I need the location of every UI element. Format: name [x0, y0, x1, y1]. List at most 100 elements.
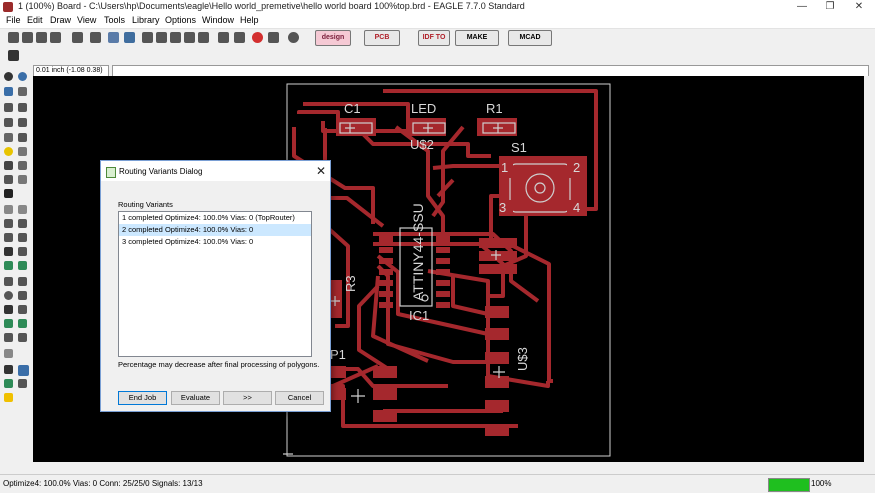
- autorouter-icon[interactable]: [18, 365, 29, 376]
- grid-icon[interactable]: [8, 50, 19, 61]
- group-icon[interactable]: [4, 133, 13, 142]
- split-icon[interactable]: [4, 233, 13, 242]
- show-icon[interactable]: [18, 72, 27, 81]
- undo-icon[interactable]: [218, 32, 229, 43]
- value-icon[interactable]: [4, 205, 13, 214]
- menu-file[interactable]: File: [6, 15, 21, 25]
- pad-p1: [373, 366, 397, 378]
- display-icon[interactable]: [4, 87, 13, 96]
- help-icon[interactable]: [288, 32, 299, 43]
- optimize-icon[interactable]: [18, 233, 27, 242]
- print-icon[interactable]: [36, 32, 47, 43]
- minimize-button[interactable]: —: [797, 1, 807, 12]
- meander-icon[interactable]: [4, 247, 13, 256]
- cut-icon[interactable]: [18, 147, 27, 156]
- maximize-button[interactable]: ❐: [825, 1, 835, 12]
- go-icon[interactable]: [268, 32, 279, 43]
- menu-edit[interactable]: Edit: [27, 15, 43, 25]
- replace-icon[interactable]: [4, 175, 13, 184]
- redo-icon[interactable]: [234, 32, 245, 43]
- menu-help[interactable]: Help: [240, 15, 259, 25]
- info-icon[interactable]: [4, 72, 13, 81]
- save-icon[interactable]: [22, 32, 33, 43]
- zoom-select-icon[interactable]: [198, 32, 209, 43]
- script-icon[interactable]: [108, 32, 119, 43]
- trace: [451, 276, 489, 316]
- cam-icon[interactable]: [50, 32, 61, 43]
- smash-icon[interactable]: [4, 219, 13, 228]
- pad-ic: [436, 280, 450, 286]
- vertical-scrollbar[interactable]: [864, 76, 875, 462]
- menu-library[interactable]: Library: [132, 15, 160, 25]
- mcad-button[interactable]: MCAD: [508, 30, 552, 46]
- open-icon[interactable]: [8, 32, 19, 43]
- wire-icon[interactable]: [4, 277, 13, 286]
- copy-icon[interactable]: [18, 103, 27, 112]
- arc-icon[interactable]: [18, 291, 27, 300]
- ripup-icon[interactable]: [18, 261, 27, 270]
- label-r3: R3: [343, 275, 358, 292]
- menu-options[interactable]: Options: [165, 15, 197, 25]
- circle-icon[interactable]: [4, 291, 13, 300]
- delete-icon[interactable]: [4, 161, 13, 170]
- zoom-fit-icon[interactable]: [142, 32, 153, 43]
- menu-window[interactable]: Window: [202, 15, 235, 25]
- design-link-button[interactable]: design link: [315, 30, 351, 55]
- add-icon[interactable]: [18, 161, 27, 170]
- rect-icon[interactable]: [4, 305, 13, 314]
- routing-variants-label: Routing Variants: [118, 200, 173, 209]
- pcb-quote-button[interactable]: PCB QUOTE: [364, 30, 400, 55]
- signal-icon[interactable]: [18, 319, 27, 328]
- polygon-icon[interactable]: [18, 305, 27, 314]
- rotate-icon[interactable]: [18, 118, 27, 127]
- miter-icon[interactable]: [18, 219, 27, 228]
- dialog-close-icon[interactable]: ✕: [315, 164, 326, 178]
- menu-view[interactable]: View: [77, 15, 97, 25]
- via-icon[interactable]: [4, 319, 13, 328]
- ulp-icon[interactable]: [124, 32, 135, 43]
- close-window-button[interactable]: ✕: [854, 1, 864, 12]
- board-switch-icon[interactable]: [72, 32, 83, 43]
- paste-icon[interactable]: [4, 147, 13, 156]
- text-icon[interactable]: [18, 277, 27, 286]
- menu-draw[interactable]: Draw: [50, 15, 72, 25]
- zoom-in-icon[interactable]: [156, 32, 167, 43]
- move-icon[interactable]: [4, 103, 13, 112]
- pad-p1: [373, 388, 397, 400]
- idf-to-3d-button[interactable]: IDF TO 3D: [418, 30, 450, 55]
- hole-icon[interactable]: [4, 333, 13, 342]
- routing-variants-list[interactable]: 1 completed Optimize4: 100.0% Vias: 0 (T…: [118, 211, 312, 357]
- attribute-icon[interactable]: [18, 333, 27, 342]
- ratsnest-icon[interactable]: [4, 365, 13, 374]
- errors-icon[interactable]: [4, 393, 13, 402]
- drc-icon[interactable]: [18, 379, 27, 388]
- change-icon[interactable]: [18, 133, 27, 142]
- end-job-button[interactable]: End Job: [118, 391, 167, 405]
- variant-item-selected[interactable]: 2 completed Optimize4: 100.0% Vias: 0: [119, 224, 311, 236]
- route-multiple-icon[interactable]: [4, 261, 13, 270]
- evaluate-button[interactable]: Evaluate: [171, 391, 220, 405]
- cancel-button[interactable]: Cancel: [275, 391, 324, 405]
- erc-icon[interactable]: [4, 379, 13, 388]
- horizontal-scrollbar[interactable]: [33, 462, 864, 474]
- name-icon[interactable]: [18, 205, 27, 214]
- layers-icon[interactable]: [90, 32, 101, 43]
- dimension-icon[interactable]: [4, 349, 13, 358]
- mirror-icon[interactable]: [4, 118, 13, 127]
- pad-ic: [436, 302, 450, 308]
- variant-item[interactable]: 1 completed Optimize4: 100.0% Vias: 0 (T…: [122, 213, 295, 222]
- menu-tools[interactable]: Tools: [104, 15, 126, 25]
- lock-icon[interactable]: [18, 175, 27, 184]
- redraw-icon[interactable]: [184, 32, 195, 43]
- pad-u3: [485, 352, 509, 364]
- variant-item[interactable]: 3 completed Optimize4: 100.0% Vias: 0: [122, 237, 254, 246]
- title-bar: 1 (100%) Board - C:\Users\hp\Documents\e…: [0, 0, 875, 14]
- padlock-icon[interactable]: [4, 189, 13, 198]
- make-button[interactable]: MAKE: [455, 30, 499, 46]
- zoom-out-icon[interactable]: [170, 32, 181, 43]
- mark-icon[interactable]: [18, 87, 27, 96]
- stop-icon[interactable]: [252, 32, 263, 43]
- next-button[interactable]: >>: [223, 391, 272, 405]
- route-icon[interactable]: [18, 247, 27, 256]
- pad-u1: [479, 264, 517, 274]
